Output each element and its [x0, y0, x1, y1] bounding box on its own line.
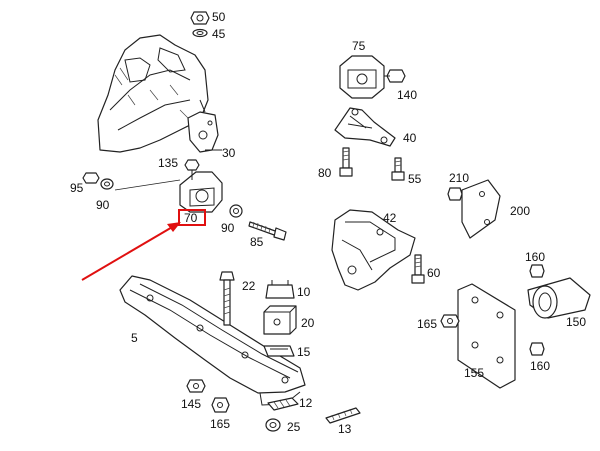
- bolt-55-icon: [391, 157, 405, 181]
- bolt-210-icon: [447, 187, 463, 201]
- label-150: 150: [566, 315, 587, 329]
- bolt-140-icon: [384, 69, 406, 83]
- label-140: 140: [397, 88, 418, 102]
- engine-block: [97, 34, 222, 153]
- red-arrow-icon: [81, 222, 181, 281]
- label-210: 210: [449, 171, 470, 185]
- label-75: 75: [352, 39, 366, 53]
- label-13: 13: [338, 422, 352, 436]
- strip-13-icon: [325, 407, 361, 424]
- label-42: 42: [383, 211, 397, 225]
- highlight-box-70: [178, 209, 206, 226]
- label-45: 45: [212, 27, 226, 41]
- label-5: 5: [131, 331, 138, 345]
- engine-mount-icon: [179, 159, 223, 213]
- washer-45-icon: [192, 28, 208, 38]
- label-55: 55: [408, 172, 422, 186]
- plate-12-icon: [267, 397, 299, 411]
- label-200: 200: [510, 204, 531, 218]
- crossmember-icon: [119, 275, 306, 406]
- bolt-160-top-icon: [529, 264, 545, 278]
- label-165-bottom: 165: [210, 417, 231, 431]
- label-90-left: 90: [96, 198, 110, 212]
- bracket-10-icon: [265, 280, 295, 299]
- nut-165-right-icon: [440, 314, 460, 328]
- damper-150-icon: [527, 277, 591, 319]
- label-25: 25: [287, 420, 301, 434]
- label-30: 30: [222, 146, 236, 160]
- bolt-60-icon: [411, 254, 425, 284]
- label-135: 135: [158, 156, 179, 170]
- mount-75-icon: [339, 55, 385, 99]
- bolt-80-icon: [339, 147, 353, 177]
- label-20: 20: [301, 316, 315, 330]
- nut-165-bottom-icon: [211, 397, 230, 413]
- label-10: 10: [297, 285, 311, 299]
- label-80: 80: [318, 166, 332, 180]
- block-20-icon: [263, 305, 297, 335]
- washer-90-left-icon: [100, 178, 114, 190]
- plate-155-icon: [457, 283, 516, 389]
- bolt-85-icon: [248, 221, 287, 241]
- cover-200-icon: [461, 179, 501, 239]
- label-15: 15: [297, 345, 311, 359]
- label-160-top: 160: [525, 250, 546, 264]
- bracket-40-icon: [334, 107, 396, 147]
- washer-90-right-icon: [229, 204, 243, 218]
- label-12: 12: [299, 396, 313, 410]
- bracket-42-icon: [331, 209, 416, 291]
- label-90-right: 90: [221, 221, 235, 235]
- label-160-bottom: 160: [530, 359, 551, 373]
- bolt-160-bottom-icon: [529, 342, 545, 356]
- label-165-right: 165: [417, 317, 438, 331]
- label-50: 50: [212, 10, 226, 24]
- bolt-22-icon: [219, 271, 235, 326]
- nut-95-icon: [82, 172, 100, 184]
- label-40: 40: [403, 131, 417, 145]
- label-60: 60: [427, 266, 441, 280]
- label-155: 155: [464, 366, 485, 380]
- plate-15-icon: [263, 345, 295, 357]
- label-22: 22: [242, 279, 256, 293]
- label-85: 85: [250, 235, 264, 249]
- nut-25-icon: [265, 418, 281, 432]
- nut-50-icon: [190, 11, 210, 25]
- label-145: 145: [181, 397, 202, 411]
- label-70: 70: [184, 211, 198, 225]
- nut-145-icon: [186, 379, 206, 393]
- label-95: 95: [70, 181, 84, 195]
